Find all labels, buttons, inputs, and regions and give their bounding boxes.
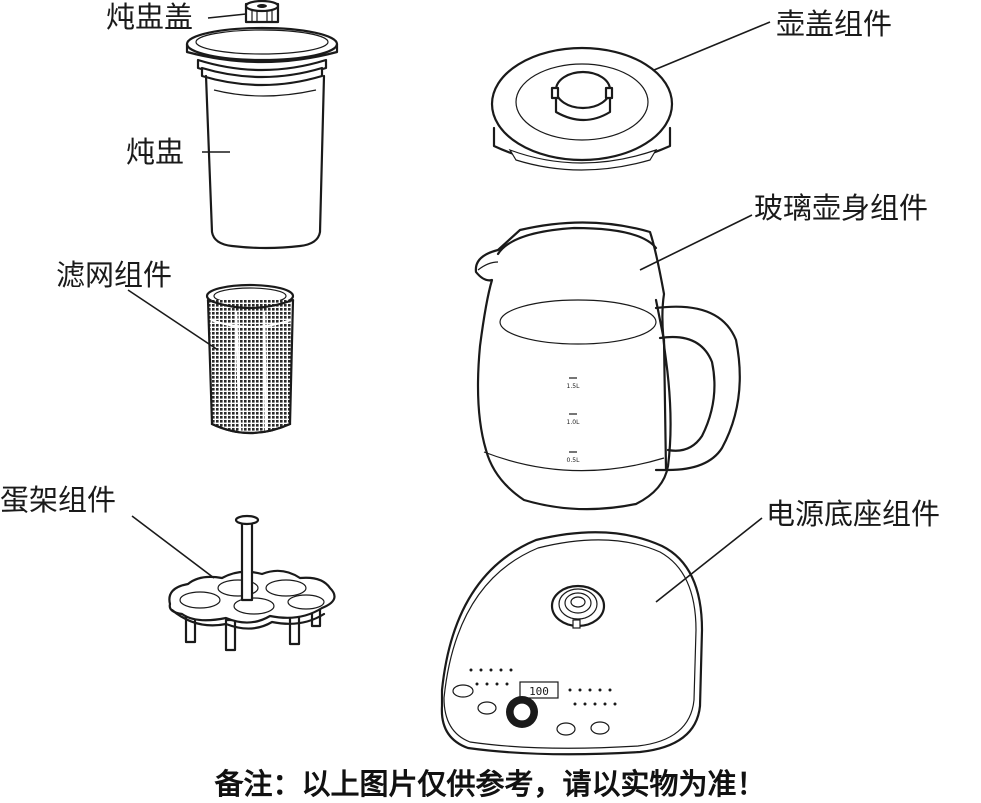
power-base-illustration: 100 xyxy=(440,531,704,756)
stew-cup-illustration xyxy=(185,0,339,250)
glass-body-illustration: 1.5L 1.0L 0.5L xyxy=(474,221,741,511)
base-display-digits: 100 xyxy=(529,685,549,698)
label-stew-cup-lid: 炖盅盖 xyxy=(106,0,193,34)
label-pot-lid: 壶盖组件 xyxy=(776,7,892,41)
pot-lid-illustration xyxy=(490,46,674,171)
label-glass-body: 玻璃壶身组件 xyxy=(754,191,928,225)
scale-mark-top: 1.5L xyxy=(567,383,581,390)
footnote: 备注：以上图片仅供参考，请以实物为准！ xyxy=(213,767,765,801)
label-stew-cup: 炖盅 xyxy=(126,135,184,169)
scale-mark-low: 0.5L xyxy=(567,457,581,464)
leader-lines xyxy=(127,13,771,603)
function-indicators xyxy=(469,668,617,706)
label-power-base: 电源底座组件 xyxy=(766,497,940,531)
scale-mark-mid: 1.0L xyxy=(567,419,581,426)
filter-illustration xyxy=(205,283,295,435)
label-egg-rack: 蛋架组件 xyxy=(0,483,116,517)
egg-rack-illustration xyxy=(168,514,336,652)
label-filter: 滤网组件 xyxy=(56,258,172,292)
